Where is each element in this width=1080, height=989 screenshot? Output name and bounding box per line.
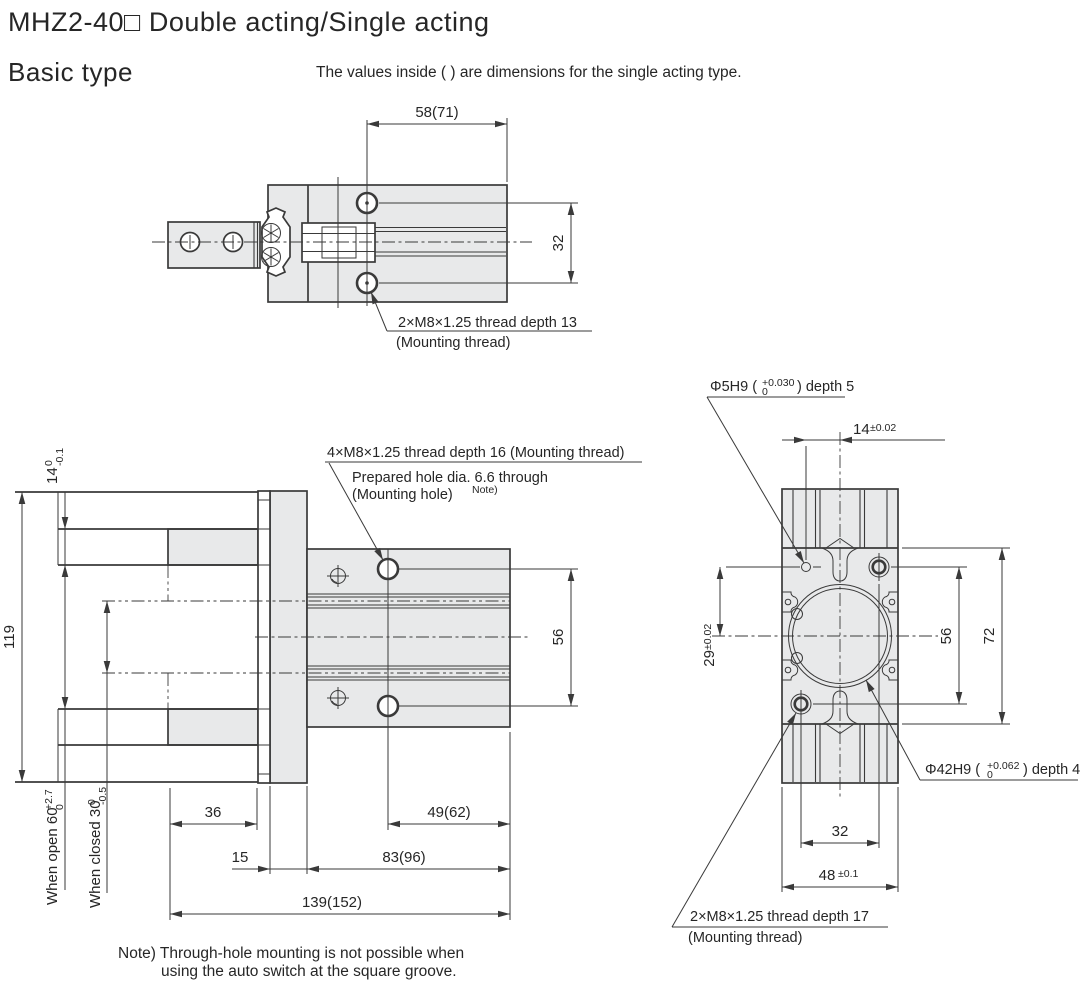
when-open-label: When open 60 — [44, 807, 61, 905]
when-open-tol-lower: 0 — [54, 804, 66, 810]
thread-label-line2: (Mounting thread) — [396, 335, 510, 351]
footer-note: Note) Through-hole mounting is not possi… — [118, 945, 464, 980]
front-dim-36: 36 — [169, 788, 258, 920]
thread-label-line1: 2×M8×1.25 thread depth 13 — [398, 315, 577, 331]
prepared-hole-note-ref: Note) — [472, 484, 498, 496]
dim-48-label: 48 — [819, 867, 836, 884]
side-view-outline — [712, 432, 938, 798]
port-icon — [327, 565, 349, 587]
side-dim-72: 72 — [902, 547, 1010, 725]
dim-49-label: 49(62) — [427, 804, 470, 821]
dim-14-side-tol: ±0.02 — [870, 422, 896, 434]
front-dim-139: 139(152) — [170, 894, 510, 918]
dim-14-tol-lower: -0.1 — [54, 448, 66, 466]
finger-clip-icon — [782, 591, 898, 681]
dim-32-side-label: 32 — [832, 823, 849, 840]
switch-groove-lines — [792, 490, 888, 782]
front-dim-when-open: When open 60 +2.7 0 — [43, 789, 66, 905]
side-dim-32: 32 — [800, 584, 880, 848]
front-dim-49: 49(62) — [388, 732, 511, 920]
mounting-hole-icon — [868, 553, 890, 581]
footer-note-line2: using the auto switch at the square groo… — [161, 963, 457, 980]
when-closed-tol-upper: 0 — [86, 799, 98, 805]
dim-56-side-label: 56 — [938, 628, 955, 645]
dim-14-label: 14 — [44, 467, 61, 484]
front-view: 119 14 0 -0.1 When closed 30 0 -0.5 — [1, 445, 642, 920]
when-open-tol-upper: +2.7 — [43, 789, 55, 810]
side-dim-29: 29 ±0.02 — [701, 566, 800, 667]
bore-label-tol-lower: 0 — [987, 769, 993, 781]
top-view-thread-label: 2×M8×1.25 thread depth 13 (Mounting thre… — [370, 291, 592, 351]
front-view-outline — [15, 490, 530, 830]
mount-thread-label: 4×M8×1.25 thread depth 16 (Mounting thre… — [327, 445, 624, 461]
port-icon — [327, 687, 349, 709]
side-view: Φ5H9 ( +0.030 0 ) depth 5 14 ±0.02 29 ±0… — [671, 377, 1080, 946]
front-dim-15-83: 15 83(96) — [232, 786, 510, 874]
mounting-hole-icon — [790, 690, 812, 718]
pin-label-tol-lower: 0 — [762, 386, 768, 398]
thread-label-line2: (Mounting thread) — [688, 930, 802, 946]
prepared-hole-line1: Prepared hole dia. 6.6 through — [352, 470, 548, 486]
side-pin-label: Φ5H9 ( +0.030 0 ) depth 5 — [706, 377, 854, 564]
thread-label-line1: 2×M8×1.25 thread depth 17 — [690, 909, 869, 925]
footer-note-line1: Note) Through-hole mounting is not possi… — [118, 945, 464, 962]
bore-label-tol-upper: +0.062 — [987, 760, 1020, 772]
pin-label-prefix: Φ5H9 ( — [710, 379, 757, 395]
side-dim-48: 48 ±0.1 — [781, 787, 899, 892]
screw-head-icon — [261, 223, 281, 243]
pin-hole-icon — [801, 562, 821, 572]
header-note: The values inside ( ) are dimensions for… — [316, 64, 742, 81]
screw-head-icon — [261, 247, 281, 267]
front-dim-14: 14 0 -0.1 — [43, 448, 69, 890]
pin-label-tol-upper: +0.030 — [762, 377, 795, 389]
page-subtitle: Basic type — [8, 57, 133, 87]
dim-29-label: 29 — [701, 650, 718, 667]
dim-15-label: 15 — [232, 849, 249, 866]
when-closed-label: When closed 30 — [87, 800, 104, 908]
pin-label-suffix: ) depth 5 — [797, 379, 854, 395]
dim-72-label: 72 — [981, 628, 998, 645]
top-view: 58(71) 32 2×M8×1.25 thread depth 13 (Mou… — [152, 104, 592, 351]
dim-29-tol: ±0.02 — [702, 624, 714, 650]
side-thread-label: 2×M8×1.25 thread depth 17 (Mounting thre… — [671, 712, 888, 946]
dim-139-label: 139(152) — [302, 894, 362, 911]
side-dim-14: 14 ±0.02 — [782, 421, 945, 560]
page-title: MHZ2-40□ Double acting/Single acting — [8, 7, 490, 37]
when-closed-tol-lower: -0.5 — [97, 787, 109, 805]
bore-label-suffix: ) depth 4 — [1023, 762, 1080, 778]
top-view-dim-58: 58(71) — [367, 104, 508, 182]
dim-14-side-label: 14 — [853, 421, 870, 438]
front-dim-119: 119 — [1, 492, 26, 782]
dim-32-label: 32 — [550, 235, 567, 252]
dim-58-label: 58(71) — [415, 104, 458, 121]
prepared-hole-line2: (Mounting hole) — [352, 487, 453, 503]
side-dim-56: 56 — [813, 566, 967, 705]
front-mount-thread-label: 4×M8×1.25 thread depth 16 (Mounting thre… — [325, 445, 642, 561]
dim-48-tol: ±0.1 — [838, 868, 859, 880]
dim-36-label: 36 — [205, 804, 222, 821]
dim-56-label: 56 — [550, 629, 567, 646]
bore-label-prefix: Φ42H9 ( — [925, 762, 980, 778]
header: MHZ2-40□ Double acting/Single acting Bas… — [8, 7, 742, 87]
front-dim-when-closed: When closed 30 0 -0.5 — [86, 601, 111, 908]
dim-83-label: 83(96) — [382, 849, 425, 866]
top-view-outline — [152, 120, 532, 308]
dim-14-tol-upper: 0 — [43, 460, 55, 466]
dim-119-label: 119 — [1, 625, 18, 649]
top-view-dim-32: 32 — [379, 202, 578, 284]
side-bore-label: Φ42H9 ( +0.062 0 ) depth 4 — [865, 679, 1080, 781]
front-dim-56: 56 — [399, 568, 578, 707]
